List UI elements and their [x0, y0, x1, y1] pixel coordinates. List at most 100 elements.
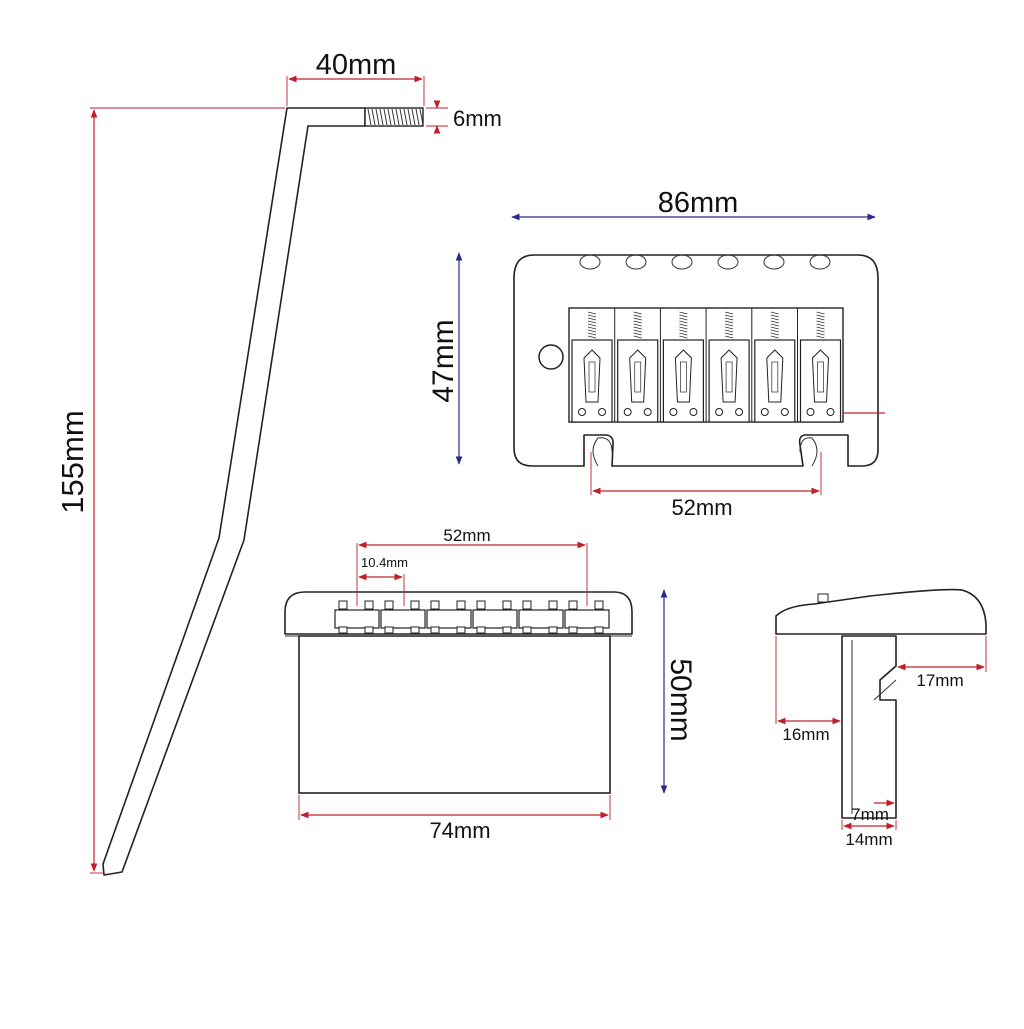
- spring-coil: [770, 335, 779, 339]
- spring-coil: [587, 329, 597, 333]
- spring-coil: [724, 317, 734, 321]
- thread-line: [395, 108, 400, 126]
- side-screw: [817, 593, 829, 603]
- thread-line: [383, 108, 388, 126]
- saddle-insert: [771, 361, 779, 393]
- height-screw: [364, 600, 374, 610]
- height-screw: [522, 600, 532, 610]
- thread-line: [415, 108, 420, 126]
- height-screw: [476, 600, 486, 610]
- spring-coil: [633, 332, 642, 336]
- thread-line: [407, 108, 412, 126]
- spring-coil: [587, 314, 597, 318]
- bridge-front-view: [284, 591, 633, 794]
- spring-coil: [724, 323, 734, 327]
- spring-coil: [633, 311, 642, 315]
- spring-coil: [679, 311, 688, 315]
- label-6mm: 6mm: [453, 106, 502, 131]
- spring-coil: [587, 332, 597, 336]
- saddle-insert: [588, 361, 596, 393]
- thread-line: [399, 108, 404, 126]
- saddle-insert: [725, 361, 733, 393]
- saddle-front: [518, 609, 564, 629]
- spring-coil: [770, 323, 779, 327]
- spring-coil: [633, 314, 642, 318]
- spring-coil: [587, 317, 597, 321]
- label-52mm-top: 52mm: [671, 495, 732, 520]
- spring-coil: [816, 311, 825, 315]
- label-50mm: 50mm: [664, 658, 697, 741]
- spring-coil: [816, 317, 825, 321]
- spring-coil: [587, 320, 597, 324]
- spring-coil: [816, 314, 825, 318]
- spring-coil: [770, 317, 779, 321]
- string-through-holes: [579, 254, 831, 270]
- spring-coil: [724, 329, 734, 333]
- label-47mm: 47mm: [427, 319, 460, 402]
- height-screw: [430, 600, 440, 610]
- top-view-dimension-lines: [455, 213, 876, 495]
- tremolo-arm: [102, 107, 424, 876]
- thread-line: [411, 108, 416, 126]
- spring-coil: [633, 335, 642, 339]
- spring-coil: [724, 320, 734, 324]
- thread-line: [419, 108, 424, 126]
- height-screw: [502, 626, 512, 634]
- label-86mm: 86mm: [658, 187, 739, 219]
- height-screw: [594, 626, 604, 634]
- label-14mm: 14mm: [845, 830, 892, 849]
- thread-line: [371, 108, 376, 126]
- height-screw: [338, 626, 348, 634]
- label-74mm: 74mm: [429, 818, 490, 843]
- screw-icon: [735, 408, 744, 416]
- side-view-dimension-lines: [775, 636, 987, 830]
- arm-dimension-lines: [90, 75, 448, 874]
- sustain-block: [298, 635, 611, 794]
- height-screw: [410, 626, 420, 634]
- height-screw: [502, 600, 512, 610]
- label-16mm: 16mm: [782, 725, 829, 744]
- height-screw: [568, 626, 578, 634]
- height-screw: [548, 600, 558, 610]
- screw-icon: [806, 408, 815, 416]
- height-screw: [456, 626, 466, 634]
- thread-line: [375, 108, 380, 126]
- spring-coil: [724, 332, 734, 336]
- height-screw: [384, 626, 394, 634]
- spring-coil: [587, 335, 597, 339]
- height-screw: [568, 600, 578, 610]
- spring-coil: [770, 314, 779, 318]
- screw-icon: [643, 408, 652, 416]
- height-screw: [456, 600, 466, 610]
- spring-coil: [587, 326, 597, 330]
- mount-slots: [592, 437, 818, 467]
- arm-socket-icon: [538, 344, 564, 370]
- spring-coil: [679, 314, 688, 318]
- spring-coil: [770, 311, 779, 315]
- spring-coil: [816, 332, 825, 336]
- spring-coil: [770, 329, 779, 333]
- height-screw: [410, 600, 420, 610]
- screw-icon: [826, 408, 835, 416]
- height-screw: [476, 626, 486, 634]
- front-view-dimension-lines: [298, 541, 668, 820]
- spring-coil: [587, 323, 597, 327]
- spring-coil: [724, 326, 734, 330]
- label-7mm: 7mm: [851, 805, 889, 824]
- spring-coil: [724, 335, 734, 339]
- spring-coil: [633, 317, 642, 321]
- screw-icon: [669, 408, 678, 416]
- thread-line: [391, 108, 396, 126]
- thread-line: [387, 108, 392, 126]
- screw-icon: [715, 408, 724, 416]
- label-52mm-front: 52mm: [443, 526, 490, 545]
- label-17mm: 17mm: [916, 671, 963, 690]
- height-screw: [430, 626, 440, 634]
- height-screw: [384, 600, 394, 610]
- saddle-front: [334, 609, 380, 629]
- screw-icon: [578, 408, 586, 416]
- spring-coil: [816, 335, 825, 339]
- saddle-insert: [817, 361, 824, 393]
- screw-icon: [689, 408, 698, 416]
- spring-coil: [679, 317, 688, 321]
